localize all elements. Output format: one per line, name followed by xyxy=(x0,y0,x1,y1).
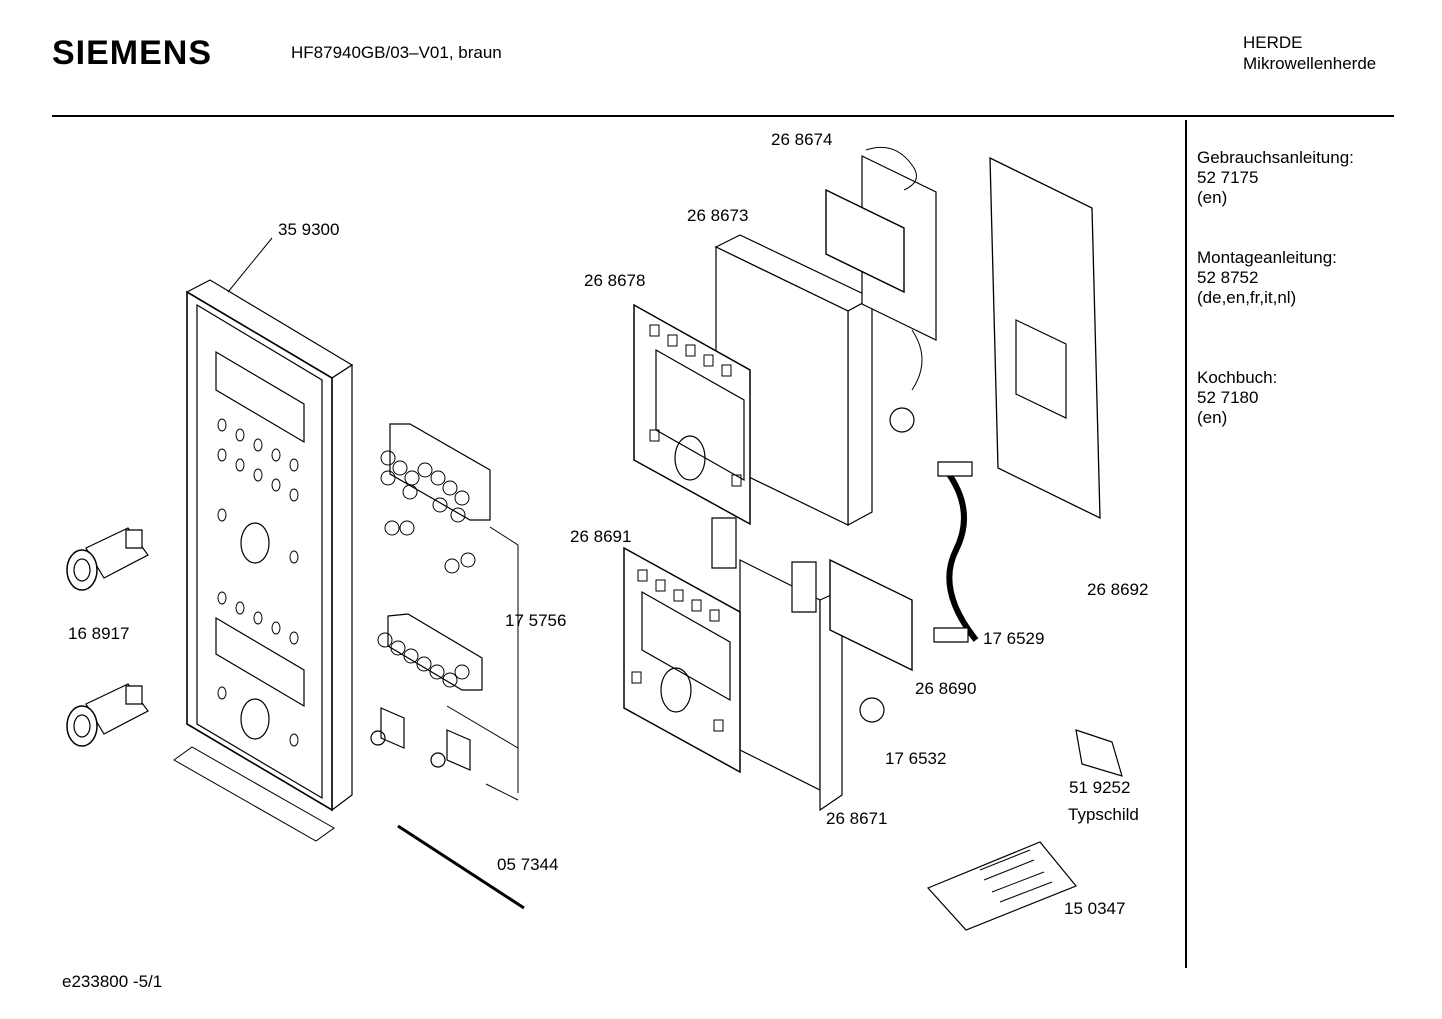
knob-upper xyxy=(67,528,148,590)
control-panel-frame xyxy=(187,280,352,810)
screw-bag xyxy=(928,842,1076,930)
panel-268691 xyxy=(624,548,740,772)
doc-installation-manual: Montageanleitung: 52 8752 (de,en,fr,it,n… xyxy=(1197,248,1337,308)
button-board-upper xyxy=(381,424,490,573)
category-line-1: HERDE xyxy=(1243,33,1303,52)
leader-359300 xyxy=(228,238,272,292)
doc-title: Kochbuch: xyxy=(1197,368,1278,387)
back-panel xyxy=(990,158,1100,518)
drawing-code: e233800 -5/1 xyxy=(62,972,163,991)
pcb-268674 xyxy=(826,147,936,432)
part-label-268674: 26 8674 xyxy=(771,130,833,149)
frame-268671 xyxy=(740,560,842,810)
doc-languages: (de,en,fr,it,nl) xyxy=(1197,288,1297,307)
rating-plate xyxy=(1076,730,1122,776)
sidebar-divider xyxy=(1185,120,1187,968)
knob-lower xyxy=(67,684,148,746)
doc-languages: (en) xyxy=(1197,188,1228,207)
doc-title: Montageanleitung: xyxy=(1197,248,1337,267)
doc-cookbook: Kochbuch: 52 7180 (en) xyxy=(1197,368,1277,428)
doc-number: 52 7175 xyxy=(1197,168,1259,187)
button-single-right xyxy=(431,730,470,770)
model-number: HF87940GB/03–V01, braun xyxy=(291,43,502,62)
leader-175756 xyxy=(490,527,518,793)
part-label-268691: 26 8691 xyxy=(570,527,632,546)
panel-268678 xyxy=(634,305,750,524)
category-line-2: Mikrowellenherde xyxy=(1243,54,1377,73)
part-label-176532: 17 6532 xyxy=(885,749,947,768)
part-label-175756: 17 5756 xyxy=(505,611,567,630)
product-category: HERDE Mikrowellenherde xyxy=(1243,32,1376,74)
doc-number: 52 8752 xyxy=(1197,268,1259,287)
rod xyxy=(398,826,524,908)
pcb-268690 xyxy=(830,560,912,722)
part-label-268678: 26 8678 xyxy=(584,271,646,290)
part-label-519252: 51 9252 xyxy=(1069,778,1131,797)
button-single-left xyxy=(371,708,404,748)
part-label-057344: 05 7344 xyxy=(497,855,559,874)
button-board-lower xyxy=(378,614,482,690)
part-label-268671: 26 8671 xyxy=(826,809,888,828)
part-label-168917: 16 8917 xyxy=(68,624,130,643)
doc-languages: (en) xyxy=(1197,408,1228,427)
doc-user-manual: Gebrauchsanleitung: 52 7175 (en) xyxy=(1197,148,1354,208)
part-label-150347: 15 0347 xyxy=(1064,899,1126,918)
part-label-268673: 26 8673 xyxy=(687,206,749,225)
mounting-rail xyxy=(174,747,334,841)
part-label-176529: 17 6529 xyxy=(983,629,1045,648)
part-label-359300: 35 9300 xyxy=(278,220,340,239)
doc-title: Gebrauchsanleitung: xyxy=(1197,148,1354,167)
part-label-268690: 26 8690 xyxy=(915,679,977,698)
header-divider xyxy=(52,115,1394,117)
part-label-typschild: Typschild xyxy=(1068,805,1139,824)
doc-number: 52 7180 xyxy=(1197,388,1259,407)
part-label-268692: 26 8692 xyxy=(1087,580,1149,599)
ribbon-cable xyxy=(946,470,976,640)
siemens-logo: SIEMENS xyxy=(52,34,213,72)
